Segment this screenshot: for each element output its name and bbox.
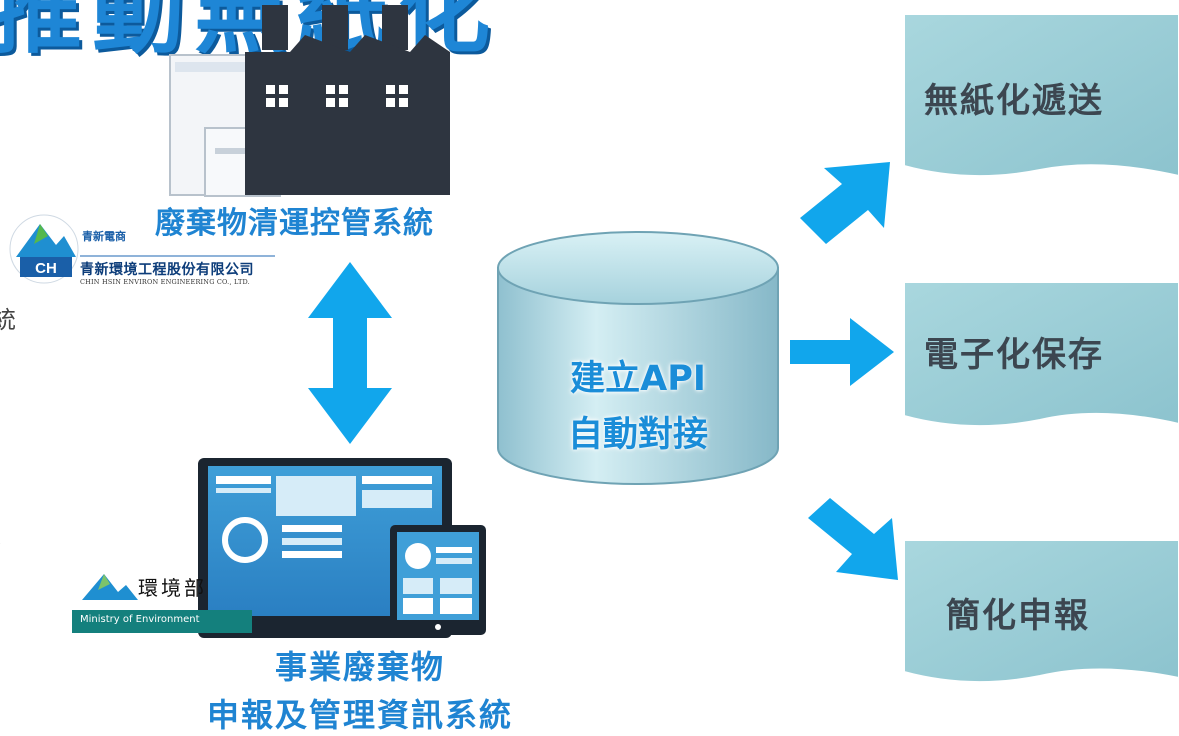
company-name-en: CHIN HSIN ENVIRON ENGINEERING CO., LTD. [80,278,250,286]
cropped-left-text: 統 [0,306,16,334]
database-cylinder-icon [497,231,779,485]
computer-dashboard-icon [198,458,486,638]
logo-initials: CH [35,260,57,277]
arrow-right-icon [790,318,894,386]
company-logo-icon: CH [9,214,79,284]
api-label-line1: 建立API [570,359,706,399]
divider [80,255,275,257]
agency-name-en: Ministry of Environment [80,614,200,625]
agency-name: 環境部 [138,576,207,600]
agency-band [72,610,252,633]
api-label-line2: 自動對接 [567,415,708,455]
output-document-shape [903,13,1179,178]
arrow-up-right-icon [800,162,890,244]
agency-logo-icon [82,574,138,600]
waste-system-title: 廢棄物清運控管系統 [155,206,434,241]
output-label-electronic: 電子化保存 [924,335,1104,375]
company-name: 青新環境工程股份有限公司 [80,262,254,278]
bidirectional-arrow-icon [308,262,392,444]
output-label-simplified: 簡化申報 [946,596,1090,636]
company-tag: 青新電商 [82,230,126,243]
output-document-shape [903,281,1179,428]
factory-icon [169,5,450,197]
reporting-system-title-line1: 事業廢棄物 [274,648,445,686]
output-document-shape [903,539,1179,684]
arrow-down-right-icon [808,498,898,580]
output-label-paperless: 無紙化遞送 [924,81,1104,121]
reporting-system-title-line2: 申報及管理資訊系統 [206,696,513,734]
cropped-left-text: 、 [0,515,16,550]
